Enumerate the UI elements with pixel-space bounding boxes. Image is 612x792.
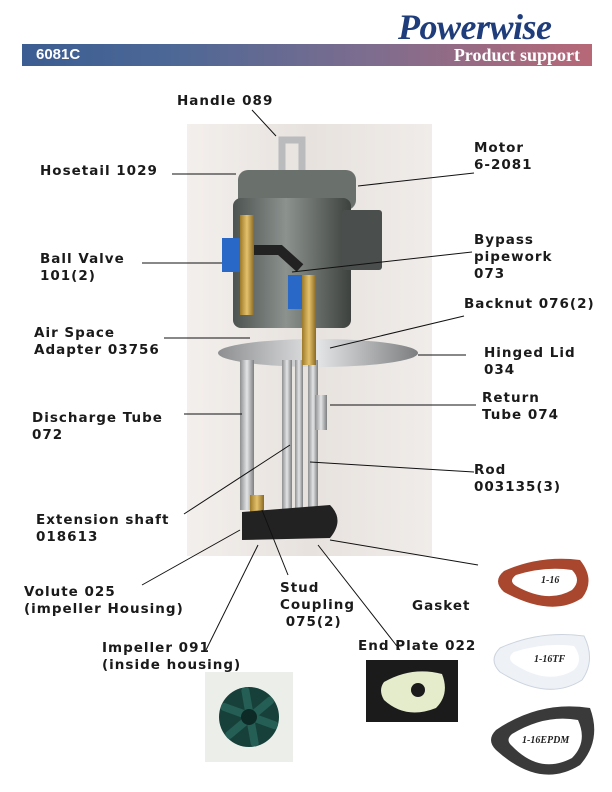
rod-shape-2 (308, 360, 318, 510)
label-hinged-lid: Hinged Lid 034 (484, 345, 576, 378)
extension-shaft-shape (295, 360, 303, 510)
bypass-pipe (254, 245, 304, 272)
ball-valve-left (240, 215, 254, 315)
label-return-tube: Return Tube 074 (482, 390, 560, 423)
ball-valve-handle-right (288, 275, 302, 309)
volute-shape (242, 505, 338, 540)
label-end-plate: End Plate 022 (358, 638, 477, 654)
label-motor: Motor 6-2081 (474, 140, 533, 173)
label-ball-valve: Ball Valve 101(2) (40, 251, 125, 284)
label-bypass-pipework: Bypass pipework 073 (474, 232, 553, 282)
ball-valve-right (302, 275, 316, 365)
handle-shape (278, 136, 306, 190)
section-title: Product support (453, 45, 580, 65)
label-hosetail: Hosetail 1029 (40, 163, 158, 179)
label-backnut: Backnut 076(2) (464, 296, 595, 312)
label-handle: Handle 089 (177, 93, 274, 109)
discharge-tube-shape (240, 360, 254, 510)
label-rod: Rod 003135(3) (474, 462, 562, 495)
rod-shape (282, 360, 292, 510)
label-extension-shaft: Extension shaft 018613 (36, 512, 170, 545)
gasket-label-1-16tf: 1-16TF (534, 654, 565, 665)
impeller-photo (205, 672, 293, 762)
model-number: 6081C (36, 46, 81, 63)
return-tube-shape (315, 395, 327, 430)
end-plate-photo (366, 660, 458, 722)
label-stud-coupling: Stud Coupling 075(2) (280, 580, 355, 630)
label-gasket: Gasket (412, 598, 471, 614)
gasket-label-1-16: 1-16 (541, 575, 559, 586)
header-bar: 6081C Product support (22, 44, 592, 66)
label-impeller: Impeller 091 (inside housing) (102, 640, 242, 673)
label-volute: Volute 025 (impeller Housing) (24, 584, 184, 617)
stud-coupling-shape (250, 495, 264, 515)
hinged-lid-shape (218, 339, 418, 367)
label-discharge-tube: Discharge Tube 072 (32, 410, 163, 443)
motor-junction-box (342, 210, 382, 270)
ball-valve-handle-left (222, 238, 240, 272)
brand-logo: Powerwise (398, 7, 552, 47)
label-air-space-adapter: Air Space Adapter 03756 (34, 325, 160, 358)
gasket-label-1-16epdm: 1-16EPDM (522, 735, 570, 746)
